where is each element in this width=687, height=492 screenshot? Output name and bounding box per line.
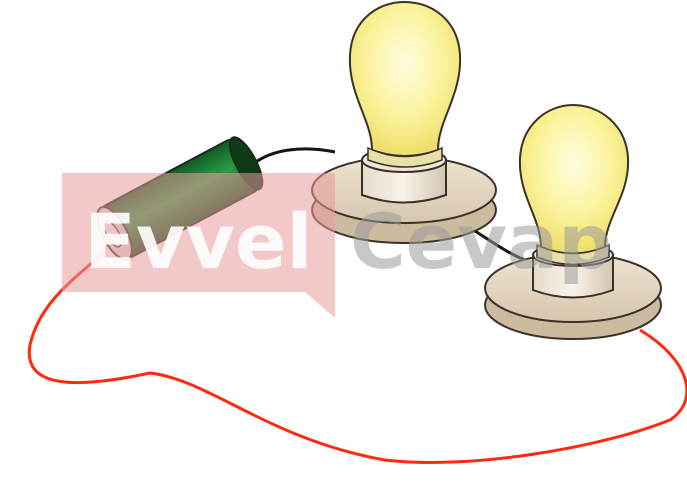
bulb-left xyxy=(311,0,497,244)
red-wire xyxy=(27,250,687,464)
watermark-word-2: Cevap xyxy=(350,197,613,286)
watermark: Evvel Cevap xyxy=(62,173,613,318)
black-wire-battery-to-bulb xyxy=(251,147,336,167)
watermark-word-1: Evvel xyxy=(84,197,313,286)
watermark-box xyxy=(62,173,335,318)
bulb-right xyxy=(484,103,662,340)
